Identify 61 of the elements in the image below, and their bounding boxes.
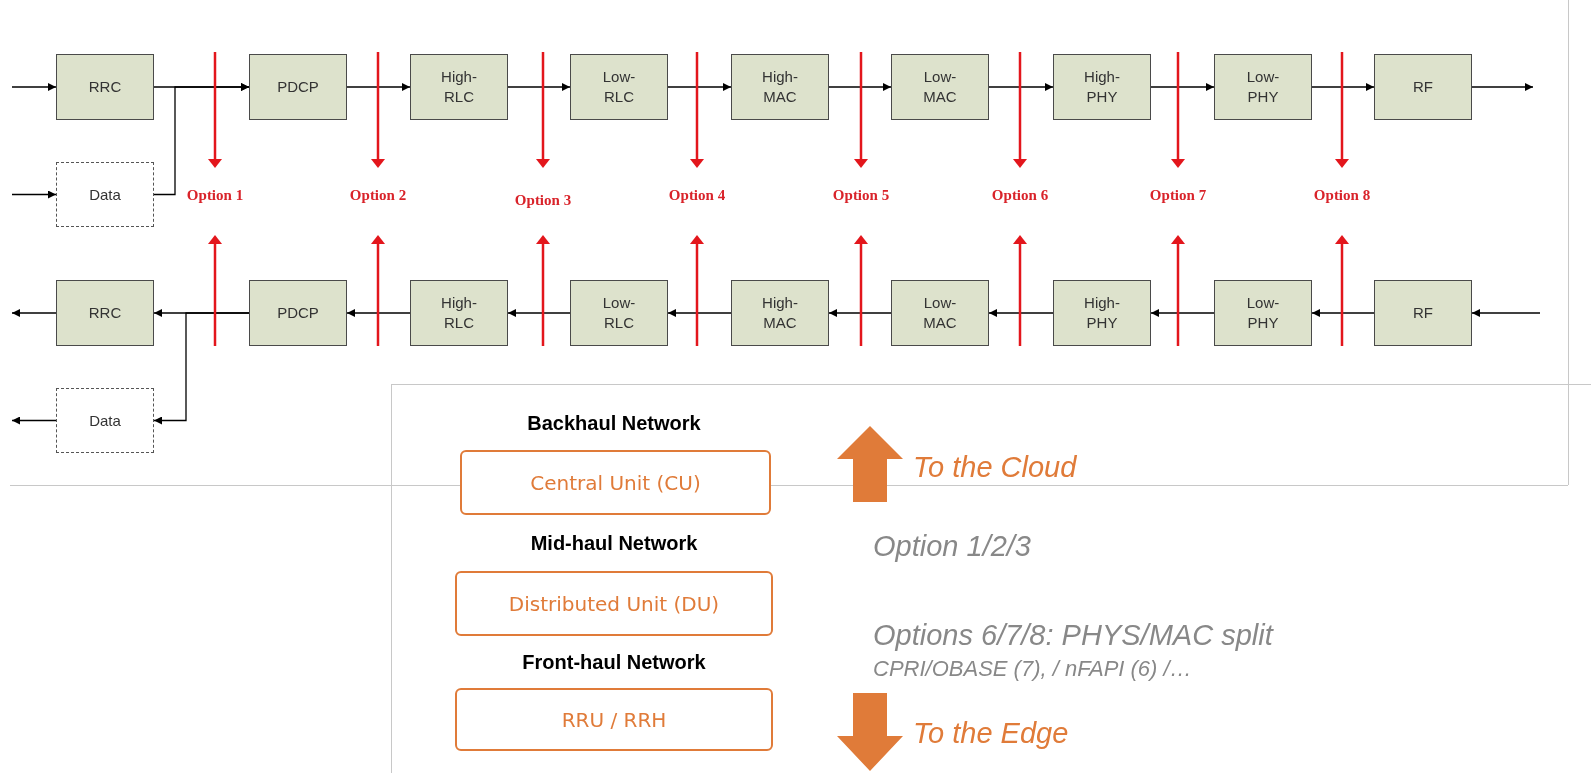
arrow	[988, 83, 1054, 91]
process-box: High- PHY	[1053, 54, 1151, 120]
process-box: Low-PHY	[1214, 280, 1312, 346]
arrow	[346, 83, 411, 91]
process-box: High- PHY	[1053, 280, 1151, 346]
option-label: Option 3	[514, 191, 572, 209]
arrow	[1311, 83, 1375, 91]
arrow	[1471, 309, 1541, 317]
arrow	[828, 83, 892, 91]
arrow	[1150, 83, 1215, 91]
process-box: RRC	[56, 280, 154, 346]
option-label: Option 1	[186, 186, 244, 204]
option-label: Option 6	[991, 186, 1049, 204]
process-box: Low- MAC	[891, 54, 989, 120]
note-text: CPRI/OBASE (7), / nFAPI (6) /…	[873, 656, 1192, 682]
arrow	[153, 312, 250, 425]
arrow	[507, 309, 571, 317]
unit-box: Distributed Unit (DU)	[455, 571, 773, 636]
note-text: Option 1/2/3	[873, 529, 1031, 563]
process-box: Low- RLC	[570, 280, 668, 346]
direction-label: To the Edge	[913, 716, 1069, 750]
option-label: Option 4	[668, 186, 726, 204]
process-box: High- MAC	[731, 54, 829, 120]
arrow	[667, 309, 732, 317]
process-box: Low- MAC	[891, 280, 989, 346]
arrow	[828, 309, 892, 317]
process-box: High- MAC	[731, 280, 829, 346]
arrow	[346, 309, 411, 317]
arrow	[11, 309, 57, 317]
process-box: RF	[1374, 280, 1472, 346]
process-box: Low-PHY	[1214, 54, 1312, 120]
arrow	[1471, 83, 1534, 91]
process-box: PDCP	[249, 54, 347, 120]
arrow	[667, 83, 732, 91]
direction-label: To the Cloud	[913, 450, 1077, 484]
option-label: Option 2	[349, 186, 407, 204]
unit-box: Central Unit (CU)	[460, 450, 771, 515]
process-box: RF	[1374, 54, 1472, 120]
arrow	[1311, 309, 1375, 317]
data-box: Data	[56, 162, 154, 227]
option-label: Option 8	[1313, 186, 1371, 204]
network-label: Front-haul Network	[522, 650, 706, 674]
process-box: RRC	[56, 54, 154, 120]
process-box: High- RLC	[410, 280, 508, 346]
arrow	[988, 309, 1054, 317]
network-label: Backhaul Network	[527, 411, 701, 435]
arrow	[11, 190, 57, 199]
option-label: Option 5	[832, 186, 890, 204]
unit-box: RRU / RRH	[455, 688, 773, 751]
arrow	[507, 83, 571, 91]
network-label: Mid-haul Network	[530, 531, 698, 555]
process-box: High- RLC	[410, 54, 508, 120]
arrow	[11, 416, 57, 425]
option-label: Option 7	[1149, 186, 1207, 204]
note-text: Options 6/7/8: PHYS/MAC split	[873, 618, 1273, 652]
arrow	[153, 83, 250, 196]
process-box: Low- RLC	[570, 54, 668, 120]
arrow	[1150, 309, 1215, 317]
arrow	[11, 83, 57, 91]
process-box: PDCP	[249, 280, 347, 346]
data-box: Data	[56, 388, 154, 453]
